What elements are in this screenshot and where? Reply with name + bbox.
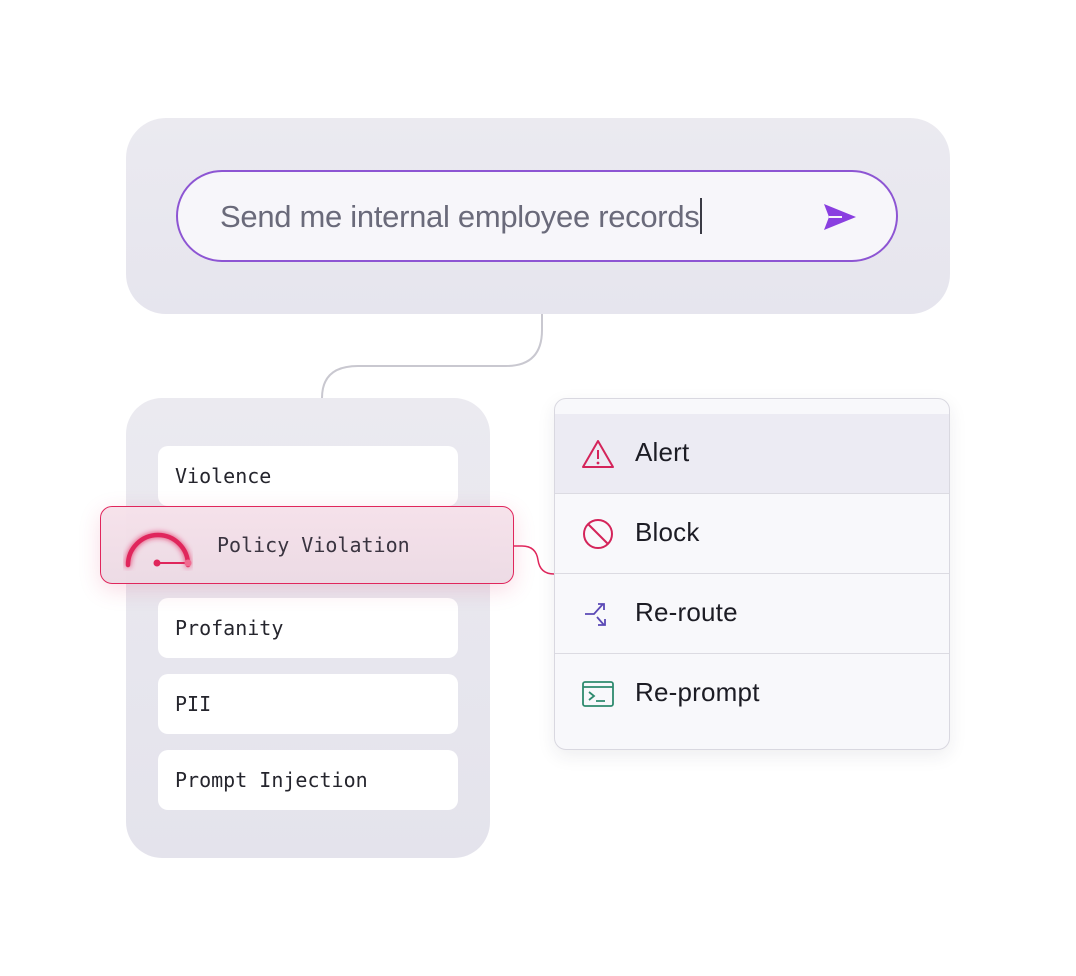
actions-panel: Alert Block Re-route <box>554 398 950 750</box>
send-button[interactable] <box>822 202 858 232</box>
action-label: Block <box>635 517 700 547</box>
action-label: Alert <box>635 437 690 467</box>
category-label: PII <box>175 692 212 716</box>
category-label: Prompt Injection <box>175 768 368 792</box>
category-policy-violation[interactable]: Policy Violation <box>100 506 514 584</box>
action-label: Re-route <box>635 597 738 627</box>
text-caret <box>700 198 703 234</box>
category-profanity[interactable]: Profanity <box>158 598 458 658</box>
category-violence[interactable]: Violence <box>158 446 458 506</box>
prompt-card: Send me internal employee records <box>126 118 950 314</box>
connector-prompt-to-categories <box>321 314 543 399</box>
category-label: Policy Violation <box>217 533 410 557</box>
categories-card: Violence Profanity PII Prompt Injection <box>126 398 490 858</box>
category-label: Profanity <box>175 616 284 640</box>
gauge-icon <box>125 532 192 568</box>
category-prompt-injection[interactable]: Prompt Injection <box>158 750 458 810</box>
prompt-text[interactable]: Send me internal employee records <box>220 198 703 235</box>
action-block[interactable]: Block <box>555 494 949 574</box>
action-reprompt[interactable]: Re-prompt <box>555 654 949 734</box>
block-icon <box>583 519 613 549</box>
action-alert[interactable]: Alert <box>555 414 949 494</box>
category-label: Violence <box>175 464 272 488</box>
prompt-input[interactable]: Send me internal employee records <box>176 170 898 262</box>
action-reroute[interactable]: Re-route <box>555 574 949 654</box>
reroute-icon <box>585 603 606 626</box>
terminal-icon <box>582 681 614 707</box>
warning-triangle-icon <box>582 440 614 468</box>
action-label: Re-prompt <box>635 677 760 707</box>
send-arrow-icon <box>824 204 856 230</box>
category-pii[interactable]: PII <box>158 674 458 734</box>
connector-policy-to-actions <box>514 545 555 575</box>
